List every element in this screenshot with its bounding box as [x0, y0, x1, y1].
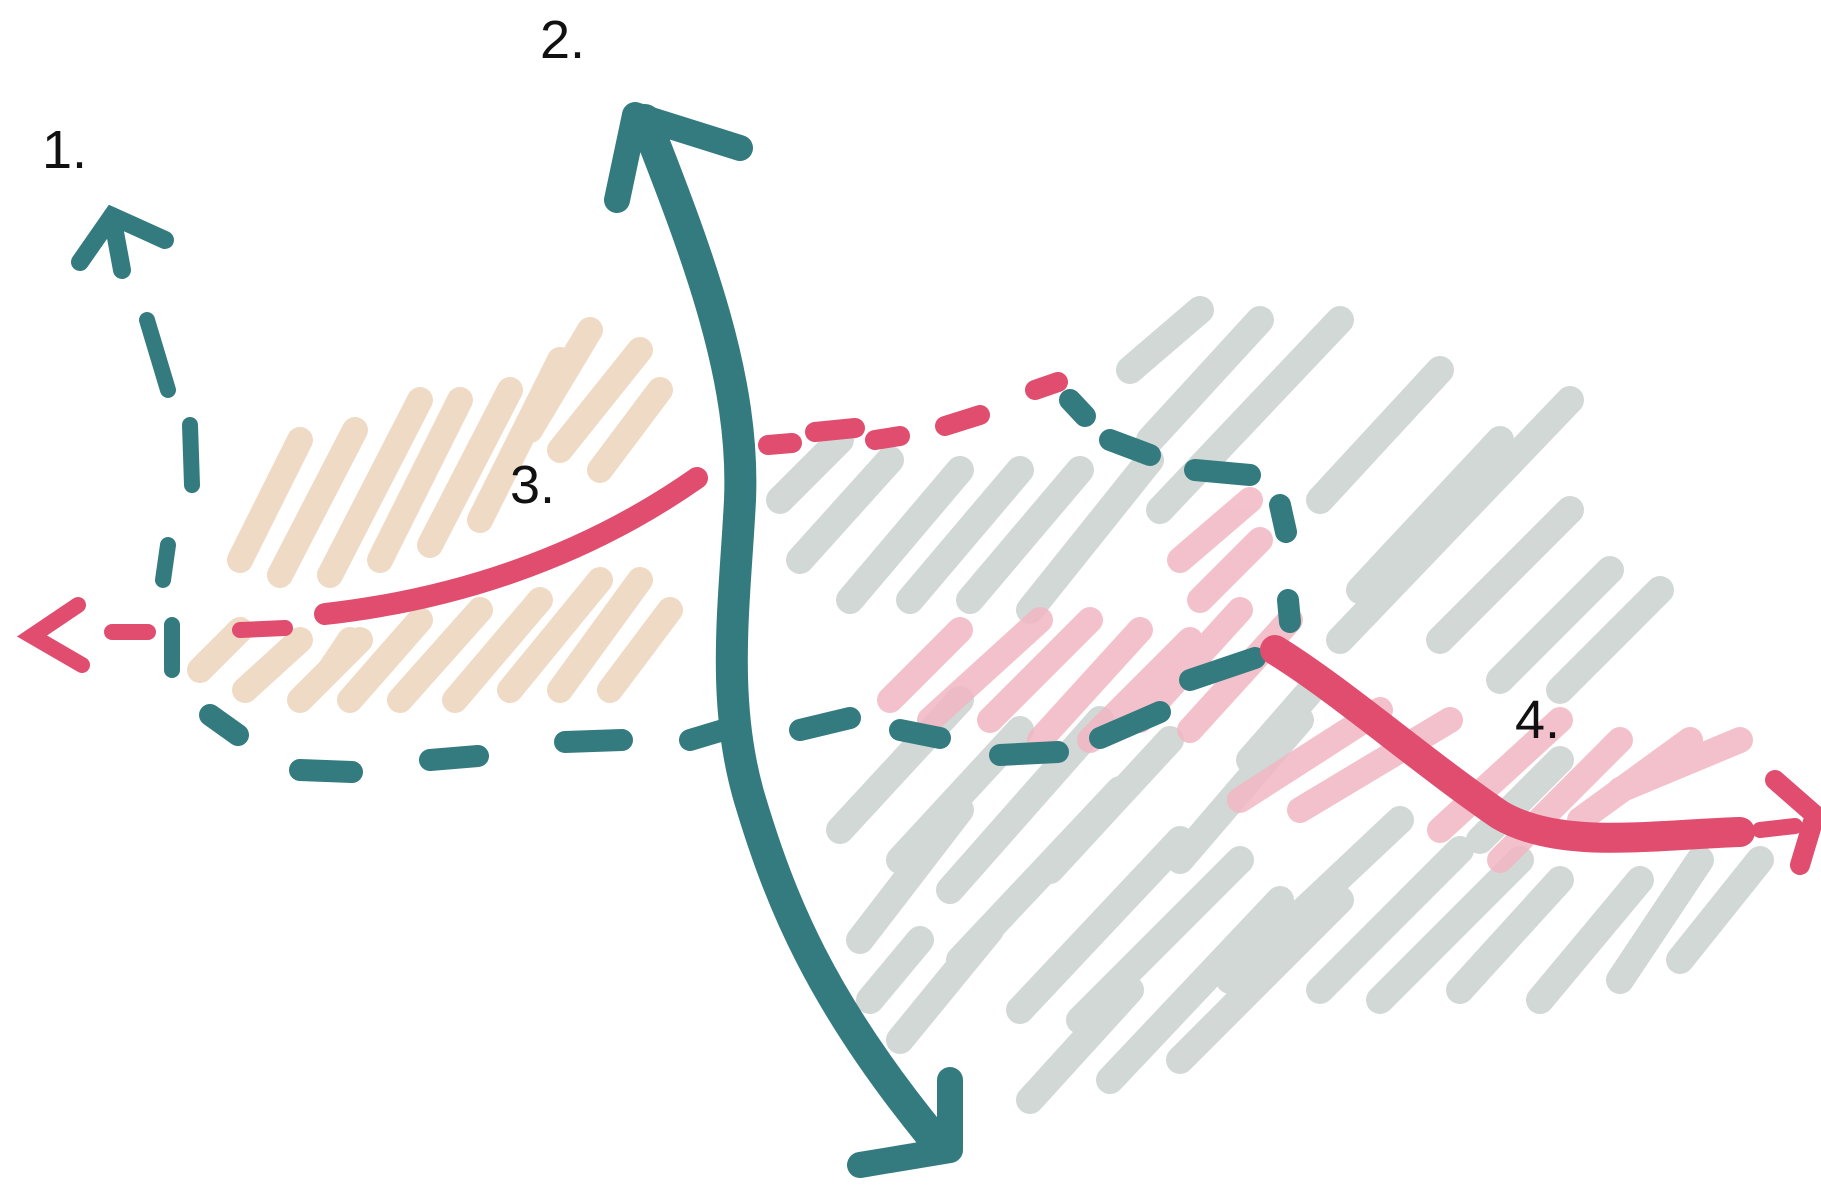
axis-1-dashed-arrow	[71, 204, 200, 678]
beige-hatch-region	[187, 317, 683, 713]
dashed-teal-boundary	[199, 389, 1301, 783]
vector-4-arrow	[1260, 635, 1821, 875]
vector-3-stroke	[314, 467, 708, 625]
dashed-pink-top	[758, 372, 1068, 455]
axis-3-dashed-arrow	[16, 597, 293, 673]
label-1: 1.	[42, 120, 87, 180]
label-4: 4.	[1515, 690, 1560, 750]
label-3: 3.	[510, 455, 555, 515]
gray-hatch-region	[766, 296, 1774, 1114]
axis-2-double-arrow	[604, 102, 963, 1178]
label-2: 2.	[540, 10, 585, 70]
